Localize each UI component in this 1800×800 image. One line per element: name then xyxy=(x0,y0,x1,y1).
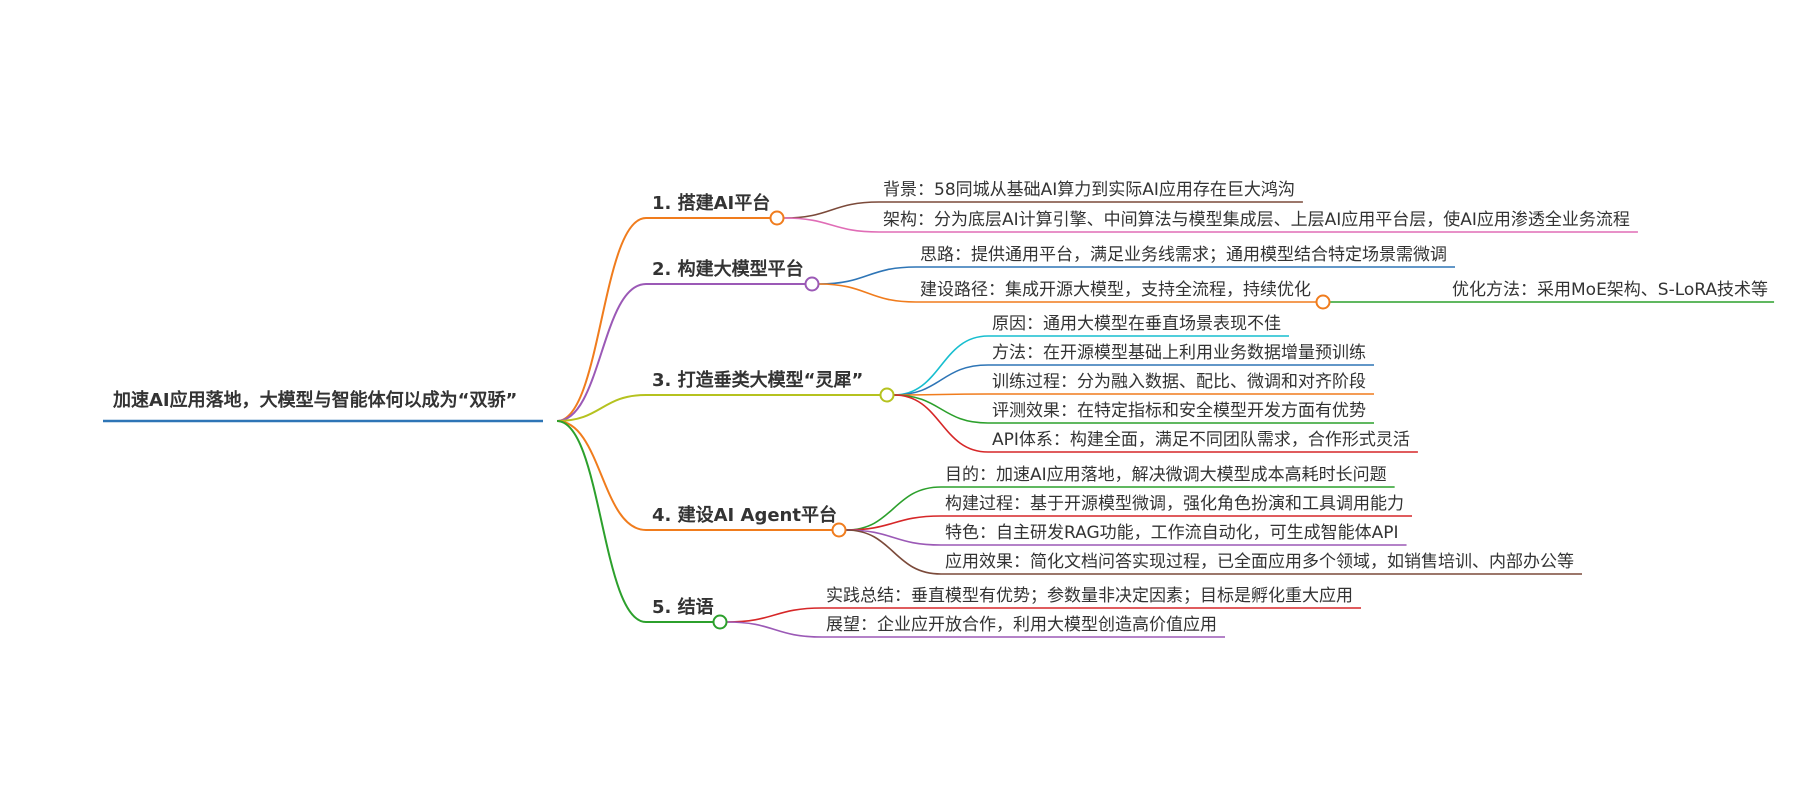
leaf-label-2-1: 思路：提供通用平台，满足业务线需求；通用模型结合特定场景需微调 xyxy=(920,245,1447,265)
leaf-connector-4-4 xyxy=(845,529,942,575)
leaf-label-2-2-1: 优化方法：采用MoE架构、S-LoRA技术等 xyxy=(1452,280,1768,300)
leaf-connector-5-2 xyxy=(726,621,823,638)
leaf-label-5-2: 展望：企业应开放合作，利用大模型创造高价值应用 xyxy=(826,615,1217,635)
leaf-connector-5-1 xyxy=(726,607,823,623)
branch-node-5[interactable] xyxy=(712,614,728,630)
branch-node-1[interactable] xyxy=(769,210,785,226)
leaf-label-3-4: 评测效果：在特定指标和安全模型开发方面有优势 xyxy=(992,401,1366,421)
underline-layer xyxy=(103,201,1775,638)
leaf-connector-1-1 xyxy=(783,201,880,219)
leaf-connector-4-2 xyxy=(845,515,942,531)
leaf-label-4-4: 应用效果：简化文档问答实现过程，已全面应用多个领域，如销售培训、内部办公等 xyxy=(945,552,1574,572)
root-topic-label: 加速AI应用落地，大模型与智能体何以成为“双骄” xyxy=(112,389,517,411)
leaf-label-1-2: 架构：分为底层AI计算引擎、中间算法与模型集成层、上层AI应用平台层，使AI应用… xyxy=(883,209,1630,230)
leaf-label-3-1: 原因：通用大模型在垂直场景表现不佳 xyxy=(992,314,1281,334)
branch-label-5: 5. 结语 xyxy=(652,596,714,618)
branch-connector-5 xyxy=(556,420,647,623)
leaf-connector-3-1 xyxy=(893,335,989,396)
leaf-connector-3-4 xyxy=(893,394,989,424)
leaf-connector-3-5 xyxy=(893,394,989,453)
leaf-connector-2-1 xyxy=(818,266,917,285)
leaf-label-3-2: 方法：在开源模型基础上利用业务数据增量预训练 xyxy=(992,343,1366,363)
node-circle-layer xyxy=(712,210,1331,630)
branch-connector-3 xyxy=(556,394,647,422)
leaf-label-5-1: 实践总结：垂直模型有优势；参数量非决定因素；目标是孵化重大应用 xyxy=(826,586,1353,606)
leaf-node-2-2[interactable] xyxy=(1315,294,1331,310)
branch-label-1: 1. 搭建AI平台 xyxy=(652,192,770,214)
branch-label-3: 3. 打造垂类大模型“灵犀” xyxy=(652,369,863,391)
leaf-label-2-2: 建设路径：集成开源大模型，支持全流程，持续优化 xyxy=(920,280,1311,300)
leaf-label-4-2: 构建过程：基于开源模型微调，强化角色扮演和工具调用能力 xyxy=(945,494,1404,514)
leaf-connector-2-2 xyxy=(818,283,917,303)
branch-node-3[interactable] xyxy=(879,387,895,403)
label-layer: 加速AI应用落地，大模型与智能体何以成为“双骄” 1. 搭建AI平台 2. 构建… xyxy=(112,180,1768,635)
leaf-label-3-3: 训练过程：分为融入数据、配比、微调和对齐阶段 xyxy=(992,372,1366,392)
branch-node-4[interactable] xyxy=(831,522,847,538)
branch-connector-4 xyxy=(556,420,647,531)
leaf-connector-1-2 xyxy=(783,217,880,233)
branch-node-2[interactable] xyxy=(804,276,820,292)
leaf-connector-4-3 xyxy=(845,529,942,546)
leaf-label-3-5: API体系：构建全面，满足不同团队需求，合作形式灵活 xyxy=(992,430,1410,450)
leaf-connector-4-1 xyxy=(845,486,942,531)
leaf-label-4-1: 目的：加速AI应用落地，解决微调大模型成本高耗时长问题 xyxy=(945,465,1387,485)
branch-label-4: 4. 建设AI Agent平台 xyxy=(652,504,837,526)
edge-layer xyxy=(556,201,1445,638)
branch-label-2: 2. 构建大模型平台 xyxy=(652,258,804,280)
leaf-connector-3-2 xyxy=(893,364,989,396)
branch-connector-2 xyxy=(556,283,647,422)
leaf-label-1-1: 背景：58同城从基础AI算力到实际AI应用存在巨大鸿沟 xyxy=(883,180,1295,200)
branch-connector-1 xyxy=(556,217,647,422)
leaf-label-4-3: 特色：自主研发RAG功能，工作流自动化，可生成智能体API xyxy=(945,523,1399,543)
leaf-connector-3-3 xyxy=(893,393,989,396)
